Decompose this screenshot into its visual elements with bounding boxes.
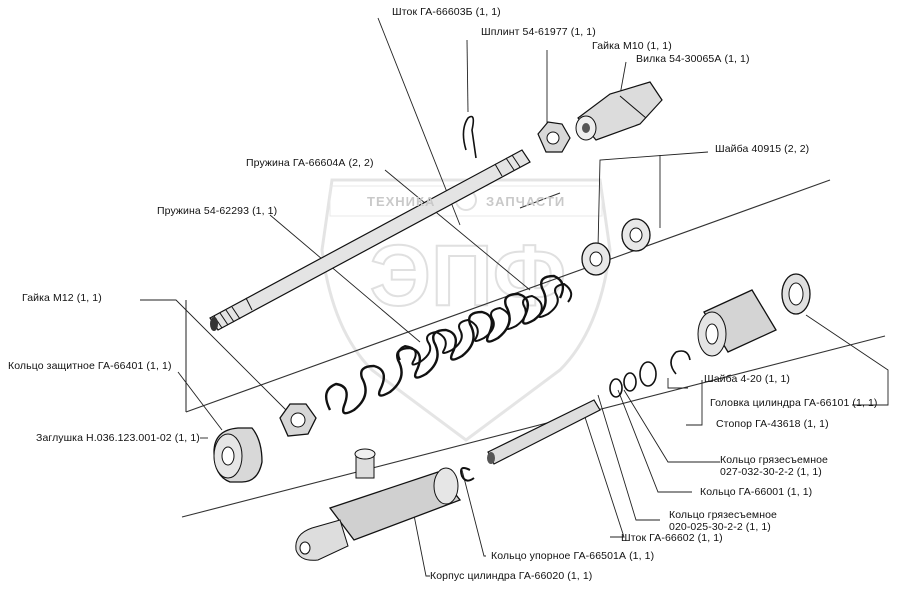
label-korpus: Корпус цилиндра ГА-66020 (1, 1) (430, 570, 593, 582)
washer-40915-pair (581, 218, 651, 276)
rod-66602 (487, 399, 601, 465)
label-gaika-m10: Гайка М10 (1, 1) (592, 40, 672, 52)
watermark-right-text: ЗАПЧАСТИ (486, 194, 566, 209)
label-shaiba-4-20: Шайба 4-20 (1, 1) (704, 373, 790, 385)
label-koltso-66001: Кольцо ГА-66001 (1, 1) (700, 486, 813, 498)
label-pruzhina-62293: Пружина 54-62293 (1, 1) (157, 205, 278, 217)
watermark-left-text: ТЕХНИКА (367, 194, 436, 209)
split-pin (462, 115, 477, 159)
label-koltso-zashitnoe: Кольцо защитное ГА-66401 (1, 1) (8, 360, 172, 372)
label-golovka: Головка цилиндра ГА-66101 (1, 1) (710, 397, 878, 409)
label-shtok-66603b: Шток ГА-66603Б (1, 1) (392, 6, 501, 18)
label-gaika-m12: Гайка М12 (1, 1) (22, 292, 102, 304)
fork-54-30065a (575, 81, 663, 141)
label-shaiba-40915: Шайба 40915 (2, 2) (715, 143, 810, 155)
leader-lines (140, 17, 889, 577)
plug-n036 (354, 448, 376, 479)
protective-ring-66401 (213, 427, 263, 483)
nut-m10 (537, 121, 571, 153)
label-koltso-upornoe: Кольцо упорное ГА-66501А (1, 1) (491, 550, 655, 562)
spring-62293 (324, 274, 565, 415)
retaining-ring-66501a (460, 467, 475, 482)
cylinder-body-66020 (295, 467, 462, 561)
watermark-logo: ЭПФ (320, 178, 612, 442)
label-koltso-gryaz-1a: Кольцо грязесъемное (720, 454, 828, 466)
svg-text:ЭПФ: ЭПФ (370, 228, 566, 324)
label-stopor: Стопор ГА-43618 (1, 1) (716, 418, 829, 430)
label-pruzhina-66604a: Пружина ГА-66604А (2, 2) (246, 157, 374, 169)
cylinder-head-66101 (697, 289, 777, 357)
nut-m12 (279, 403, 317, 437)
rod-66603b (209, 149, 531, 331)
washer-4-20 (781, 273, 811, 315)
label-zaglushka: Заглушка Н.036.123.001-02 (1, 1) (36, 432, 200, 444)
label-vilka: Вилка 54-30065А (1, 1) (636, 53, 750, 65)
label-shtok-66602: Шток ГА-66602 (1, 1) (621, 532, 723, 544)
label-koltso-gryaz-1b: 027-032-30-2-2 (1, 1) (720, 466, 822, 478)
label-koltso-gryaz-2b: 020-025-30-2-2 (1, 1) (669, 521, 771, 533)
small-rings-group (609, 350, 691, 398)
label-shplint: Шплинт 54-61977 (1, 1) (481, 26, 596, 38)
label-koltso-gryaz-2a: Кольцо грязесъемное (669, 509, 777, 521)
